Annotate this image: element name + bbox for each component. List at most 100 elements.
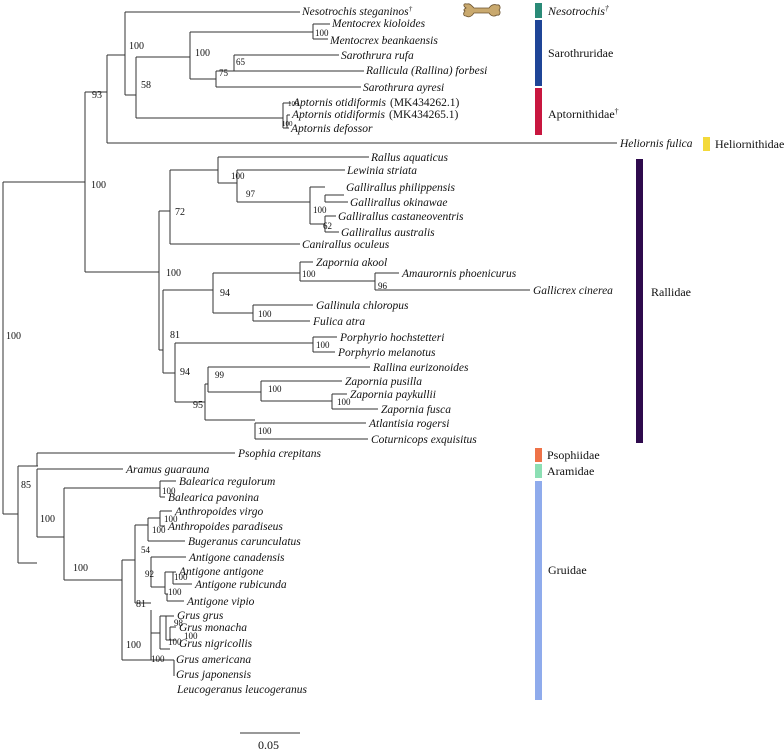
support-value: 58 — [141, 80, 151, 91]
tip-label: Gallinula chloropus — [316, 300, 409, 312]
tip-label: Gallirallus okinawae — [350, 197, 447, 209]
support-value: 81 — [170, 330, 180, 341]
group-label-nesotrochis: Nesotrochis† — [547, 4, 610, 18]
tip-label: Grus japonensis — [176, 669, 252, 681]
support-value: 94 — [220, 288, 230, 299]
tip-label: Grus grus — [177, 610, 224, 622]
tip-label: Mentocrex beankaensis — [329, 35, 438, 47]
tip-label: Zapornia paykullii — [350, 389, 436, 401]
support-value: 94 — [180, 367, 190, 378]
support-value: 100 — [166, 268, 181, 279]
tip-label: Antigone antigone — [178, 566, 264, 578]
support-value: 100 — [316, 340, 330, 350]
tip-label: Anthropoides virgo — [174, 506, 264, 518]
tip-label: Grus monacha — [179, 622, 247, 634]
support-value: 100 — [282, 120, 293, 128]
support-value: 100 — [151, 654, 165, 664]
support-value: 54 — [141, 545, 151, 555]
tip-label: Balearica regulorum — [179, 476, 275, 488]
tip-label: Porphyrio hochstetteri — [339, 332, 444, 344]
support-value: 98 — [174, 618, 184, 628]
tip-label: Gallirallus australis — [341, 227, 435, 239]
group-bar-psophiidae — [535, 448, 542, 462]
tip-label: Gallirallus castaneoventris — [338, 211, 464, 223]
support-value: 100 — [73, 563, 88, 574]
support-value: 100 — [337, 397, 351, 407]
tip-label: Nesotrochis steganinos† — [301, 5, 413, 18]
support-value: 100 — [258, 309, 272, 319]
support-value: 100 — [126, 640, 141, 651]
group-bar-aptornithidae — [535, 88, 542, 135]
group-label-heliornithidae: Heliornithidae — [715, 137, 784, 151]
tip-label: Rallicula (Rallina) forbesi — [365, 65, 487, 77]
tip-label: Gallirallus philippensis — [346, 182, 455, 194]
tip-label: Leucogeranus leucogeranus — [176, 684, 308, 696]
tip-label: Grus americana — [176, 654, 251, 666]
support-values: 100 100 93 100 58 100 100 65 75 100 100 … — [6, 28, 388, 664]
group-bar-sarothruridae — [535, 20, 542, 86]
support-value: 100 — [315, 28, 329, 38]
group-labels: Nesotrochis† Sarothruridae Aptornithidae… — [547, 4, 784, 577]
support-value: 65 — [236, 57, 246, 67]
tip-label: Sarothrura ayresi — [363, 82, 444, 94]
tip-label: Antigone vipio — [186, 596, 255, 608]
group-bar-rallidae — [636, 159, 643, 443]
tip-label: Grus nigricollis — [179, 638, 253, 650]
support-value: 85 — [21, 480, 31, 491]
support-value: 100 — [195, 48, 210, 59]
tip-label: Antigone rubicunda — [194, 579, 287, 591]
tip-label: Aptornis otidiformis(MK434262.1) — [292, 97, 459, 109]
tip-labels: Nesotrochis steganinos† Mentocrex kioloi… — [125, 5, 693, 696]
tip-label: Zapornia fusca — [381, 404, 451, 416]
group-bar-heliornithidae — [703, 137, 710, 151]
support-value: 100 — [168, 587, 182, 597]
support-value: 99 — [215, 370, 225, 380]
group-label-sarothruridae: Sarothruridae — [548, 46, 613, 60]
group-label-psophiidae: Psophiidae — [547, 448, 600, 462]
support-value: 100 — [162, 486, 176, 496]
tip-label: Balearica pavonina — [168, 492, 259, 504]
support-value: 93 — [92, 90, 102, 101]
tip-label: Anthropoides paradiseus — [167, 521, 283, 533]
support-value: 100 — [164, 514, 178, 524]
group-label-rallidae: Rallidae — [651, 285, 691, 299]
support-value: 95 — [193, 400, 203, 411]
support-value: 100 — [258, 426, 272, 436]
tip-label: Amaurornis phoenicurus — [401, 268, 517, 280]
support-value: 62 — [323, 221, 332, 231]
support-value: 72 — [175, 207, 185, 218]
group-bars — [535, 3, 710, 700]
tip-label: Gallicrex cinerea — [533, 285, 613, 297]
support-value: 100 — [174, 572, 188, 582]
tip-label: Bugeranus carunculatus — [188, 536, 301, 548]
group-label-aramidae: Aramidae — [547, 464, 594, 478]
group-label-aptornithidae: Aptornithidae† — [548, 107, 619, 121]
tip-label: Lewinia striata — [346, 165, 417, 177]
support-value: 100 — [268, 384, 282, 394]
support-value: 100 — [168, 637, 182, 647]
group-bar-gruidae — [535, 481, 542, 700]
tip-label: Antigone canadensis — [188, 552, 285, 564]
support-value: 96 — [378, 281, 388, 291]
support-value: 100 — [184, 631, 198, 641]
tip-label: Fulica atra — [312, 316, 365, 328]
support-value: 100 — [6, 331, 21, 342]
support-value: 100 — [152, 525, 166, 535]
tip-label: Porphyrio melanotus — [337, 347, 436, 359]
support-value: 75 — [219, 68, 229, 78]
tip-label: Zapornia pusilla — [345, 376, 422, 388]
tree-branches — [2, 11, 617, 676]
fossil-bone-image — [463, 3, 501, 18]
tip-label: Psophia crepitans — [237, 448, 321, 460]
tip-label: Coturnicops exquisitus — [371, 434, 477, 446]
scale-bar: 0.05 — [240, 732, 300, 751]
tip-label: Heliornis fulica — [619, 138, 693, 150]
tip-label: Aramus guarauna — [125, 464, 210, 476]
support-value: 100 — [91, 180, 106, 191]
support-value: 100 — [231, 171, 245, 181]
support-value: 92 — [145, 569, 154, 579]
group-bar-aramidae — [535, 464, 542, 478]
tip-label: Aptornis defossor — [290, 123, 373, 135]
